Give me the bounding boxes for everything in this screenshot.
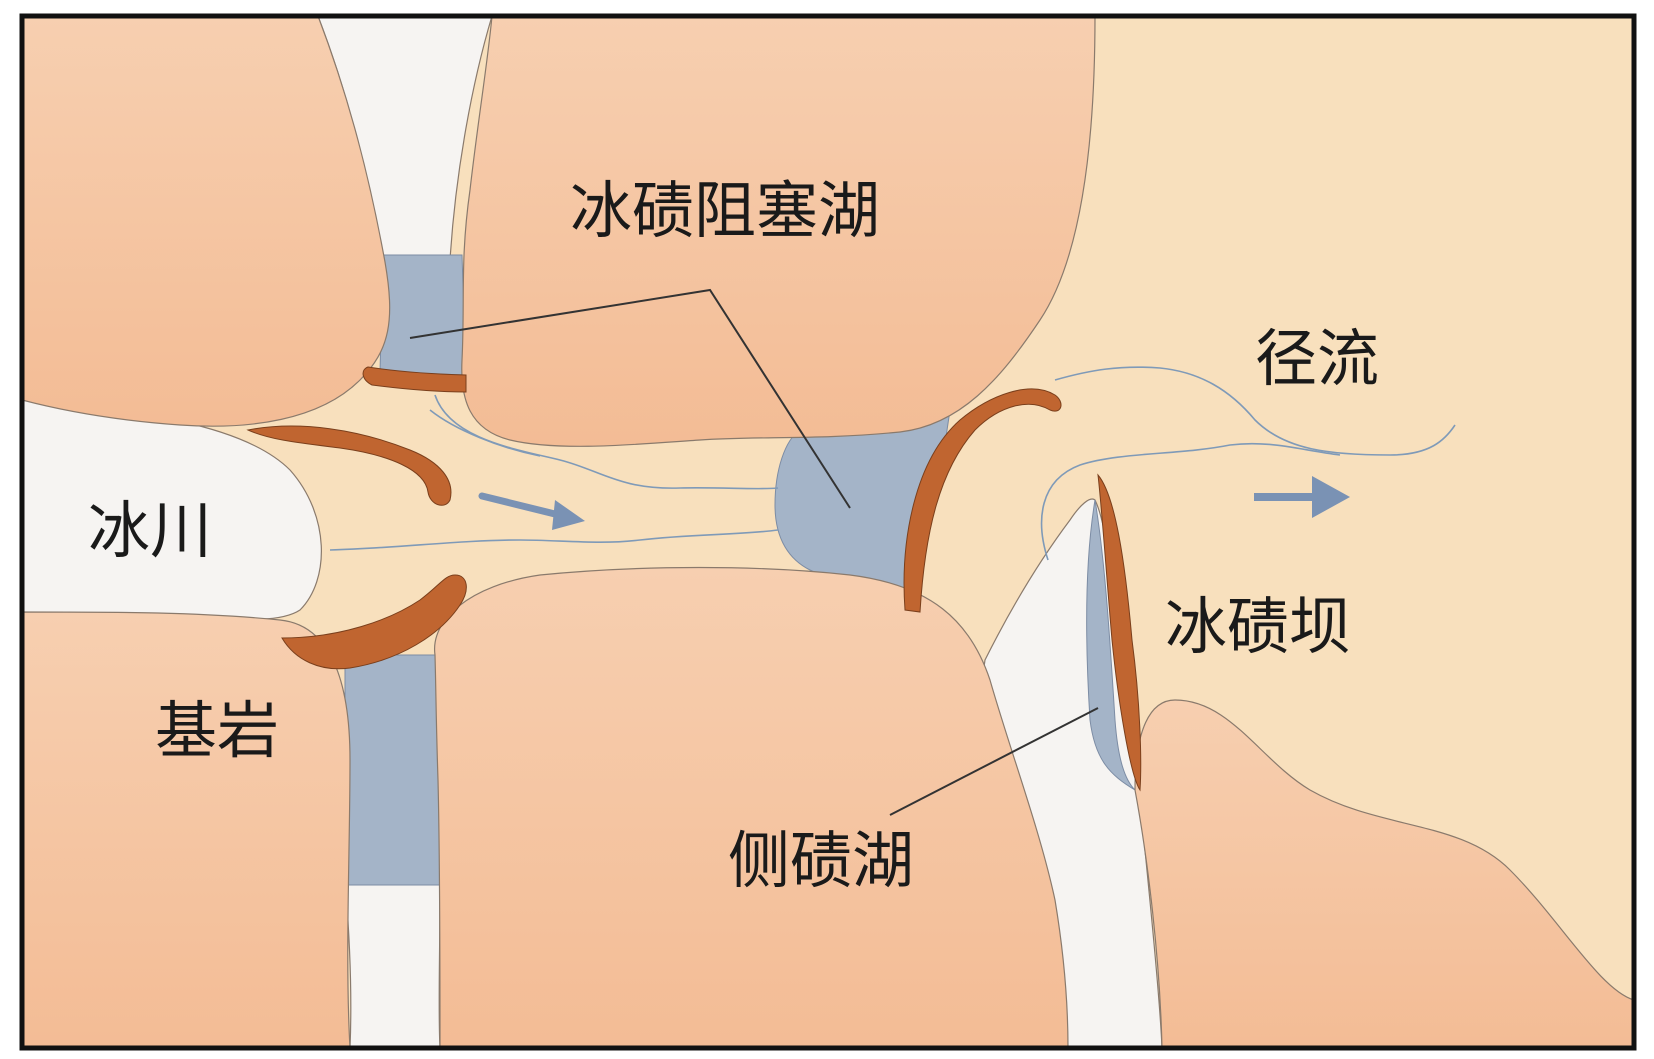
lake-top-small [379, 254, 467, 376]
bedrock-bottom-left [22, 611, 351, 1048]
bedrock-top-center [461, 16, 1096, 447]
moraine-dam-crescent [903, 388, 1062, 613]
moraine-ridge-lower-left [281, 574, 467, 670]
label-moraine-dam: 冰碛坝 [1165, 590, 1351, 663]
leader-lateral-moraine-lake [889, 707, 1099, 816]
bedrock-bottom-right [1134, 699, 1634, 1048]
flow-arrow-left [478, 492, 585, 530]
lateral-moraine-ridge [1097, 473, 1142, 792]
glacier-ice-bottom [344, 879, 441, 1048]
leader-lines [409, 288, 1099, 816]
stream-branch [429, 409, 541, 457]
label-lateral-moraine-lake: 侧碛湖 [728, 824, 914, 897]
label-runoff: 径流 [1255, 322, 1379, 395]
moraine-ridge-upper-left [246, 425, 452, 506]
bedrock-bottom-center [434, 566, 1069, 1048]
bedrock-top-left [22, 16, 391, 427]
leader-moraine-dammed-lake [409, 288, 851, 509]
meltwater-streams [329, 366, 1456, 561]
label-glacier: 冰川 [88, 494, 212, 567]
stream-middle [329, 529, 779, 551]
flow-arrow-right [1254, 476, 1350, 518]
stream-runoff-lower [1040, 442, 1341, 561]
label-bedrock: 基岩 [155, 694, 279, 767]
lake-bottom-small [344, 654, 441, 886]
stream-runoff [1054, 366, 1456, 456]
label-moraine-dammed-lake: 冰碛阻塞湖 [570, 174, 880, 247]
diagram-frame [19, 13, 1637, 1051]
moraine-ridge-top-lake [362, 366, 467, 393]
